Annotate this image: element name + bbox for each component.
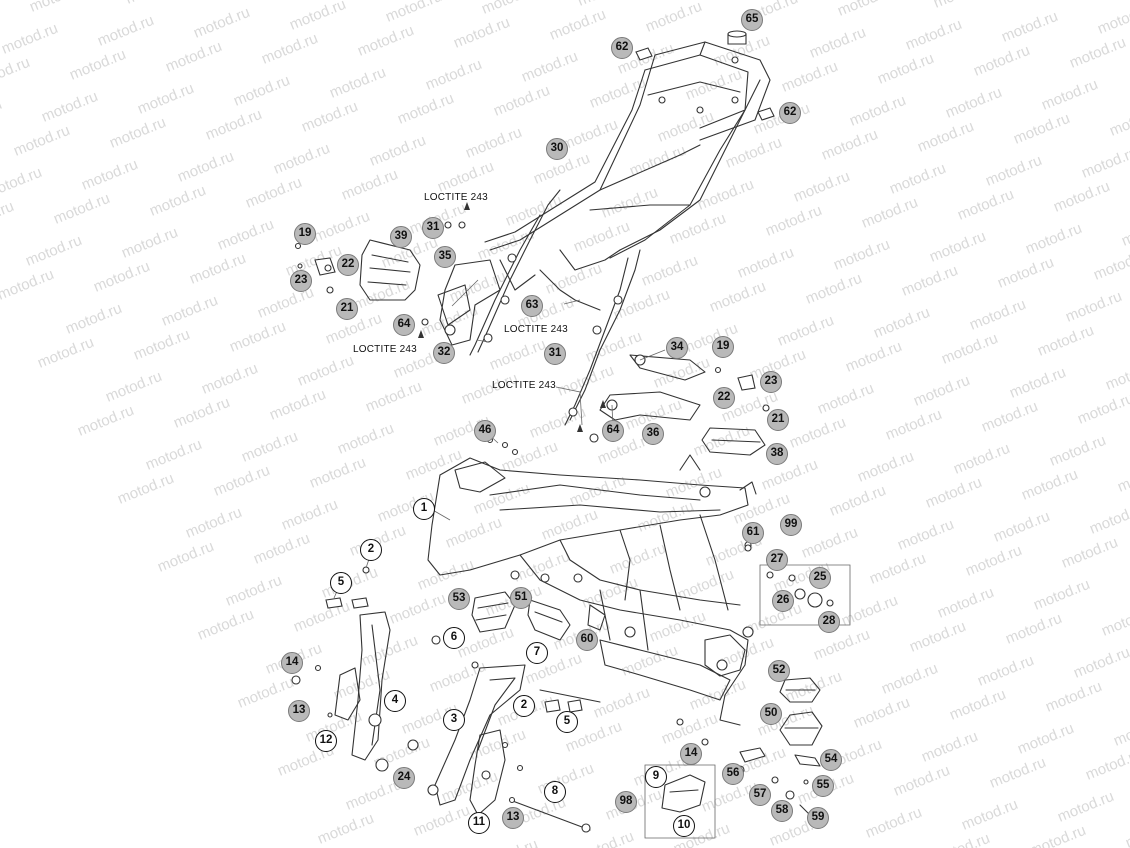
part-callout: 22: [713, 387, 735, 409]
part-callout: 2: [360, 539, 382, 561]
part-callout: 26: [772, 590, 794, 612]
part-callout: 27: [766, 549, 788, 571]
part-callout: 5: [556, 711, 578, 733]
part-callout: 23: [760, 371, 782, 393]
part-callout: 5: [330, 572, 352, 594]
main-frame-drawing: [427, 436, 757, 726]
part-callout: 39: [390, 226, 412, 248]
part-callout: 55: [812, 775, 834, 797]
part-callout: 4: [384, 690, 406, 712]
part-callout: 28: [818, 611, 840, 633]
part-callout: 35: [434, 246, 456, 268]
part-callout: 56: [722, 763, 744, 785]
part-callout: 21: [767, 409, 789, 431]
part-callout: 22: [337, 254, 359, 276]
part-callout: 50: [760, 703, 782, 725]
side-links-drawing: [291, 566, 709, 833]
top-hardware-drawing: [635, 30, 775, 121]
loctite-label-left: LOCTITE 243: [353, 344, 417, 355]
part-callout: 19: [294, 223, 316, 245]
part-callout: 31: [422, 217, 444, 239]
part-callout: 99: [780, 514, 802, 536]
part-callout: 6: [443, 627, 465, 649]
part-callout: 14: [680, 743, 702, 765]
part-callout: 60: [576, 629, 598, 651]
part-callout: 54: [820, 749, 842, 771]
loctite-label-mid: LOCTITE 243: [504, 324, 568, 335]
part-callout: 64: [602, 420, 624, 442]
right-footpeg-bracket-drawing: [577, 354, 770, 456]
part-callout: 14: [281, 652, 303, 674]
bracket-98-drawing: [644, 764, 716, 839]
part-callout: 12: [315, 730, 337, 752]
part-callout: 62: [611, 37, 633, 59]
part-callout: 9: [645, 766, 667, 788]
part-callout: 51: [510, 587, 532, 609]
part-callout: 30: [546, 138, 568, 160]
part-callout: 58: [771, 800, 793, 822]
part-callout: 13: [288, 700, 310, 722]
part-callout: 1: [413, 498, 435, 520]
part-callout: 62: [779, 102, 801, 124]
part-callout: 11: [468, 812, 490, 834]
part-callout: 32: [433, 342, 455, 364]
part-callout: 59: [807, 807, 829, 829]
part-callout: 65: [741, 9, 763, 31]
loctite-label-lower: LOCTITE 243: [492, 380, 556, 391]
part-callout: 61: [742, 522, 764, 544]
part-callout: 57: [749, 784, 771, 806]
part-callout: 34: [666, 337, 688, 359]
right-hardware-drawing: [735, 544, 851, 816]
part-callout: 2: [513, 695, 535, 717]
footpegs-lower-drawing: [471, 591, 823, 746]
part-callout: 10: [673, 815, 695, 837]
part-callout: 7: [526, 642, 548, 664]
subframe-drawing: [469, 41, 771, 426]
part-callout: 21: [336, 298, 358, 320]
part-callout: 8: [544, 781, 566, 803]
part-callout: 13: [502, 807, 524, 829]
part-callout: 52: [768, 660, 790, 682]
part-callout: 23: [290, 270, 312, 292]
part-callout: 25: [809, 567, 831, 589]
part-callout: 53: [448, 588, 470, 610]
part-callout: 38: [766, 443, 788, 465]
part-callout: 24: [393, 767, 415, 789]
loctite-label-top: LOCTITE 243: [424, 192, 488, 203]
part-callout: 46: [474, 420, 496, 442]
part-callout: 31: [544, 343, 566, 365]
part-callout: 3: [443, 709, 465, 731]
part-callout: 98: [615, 791, 637, 813]
part-callout: 19: [712, 336, 734, 358]
part-callout: 64: [393, 314, 415, 336]
left-footpeg-bracket-drawing: [294, 202, 501, 346]
part-callout: 63: [521, 295, 543, 317]
part-callout: 36: [642, 423, 664, 445]
